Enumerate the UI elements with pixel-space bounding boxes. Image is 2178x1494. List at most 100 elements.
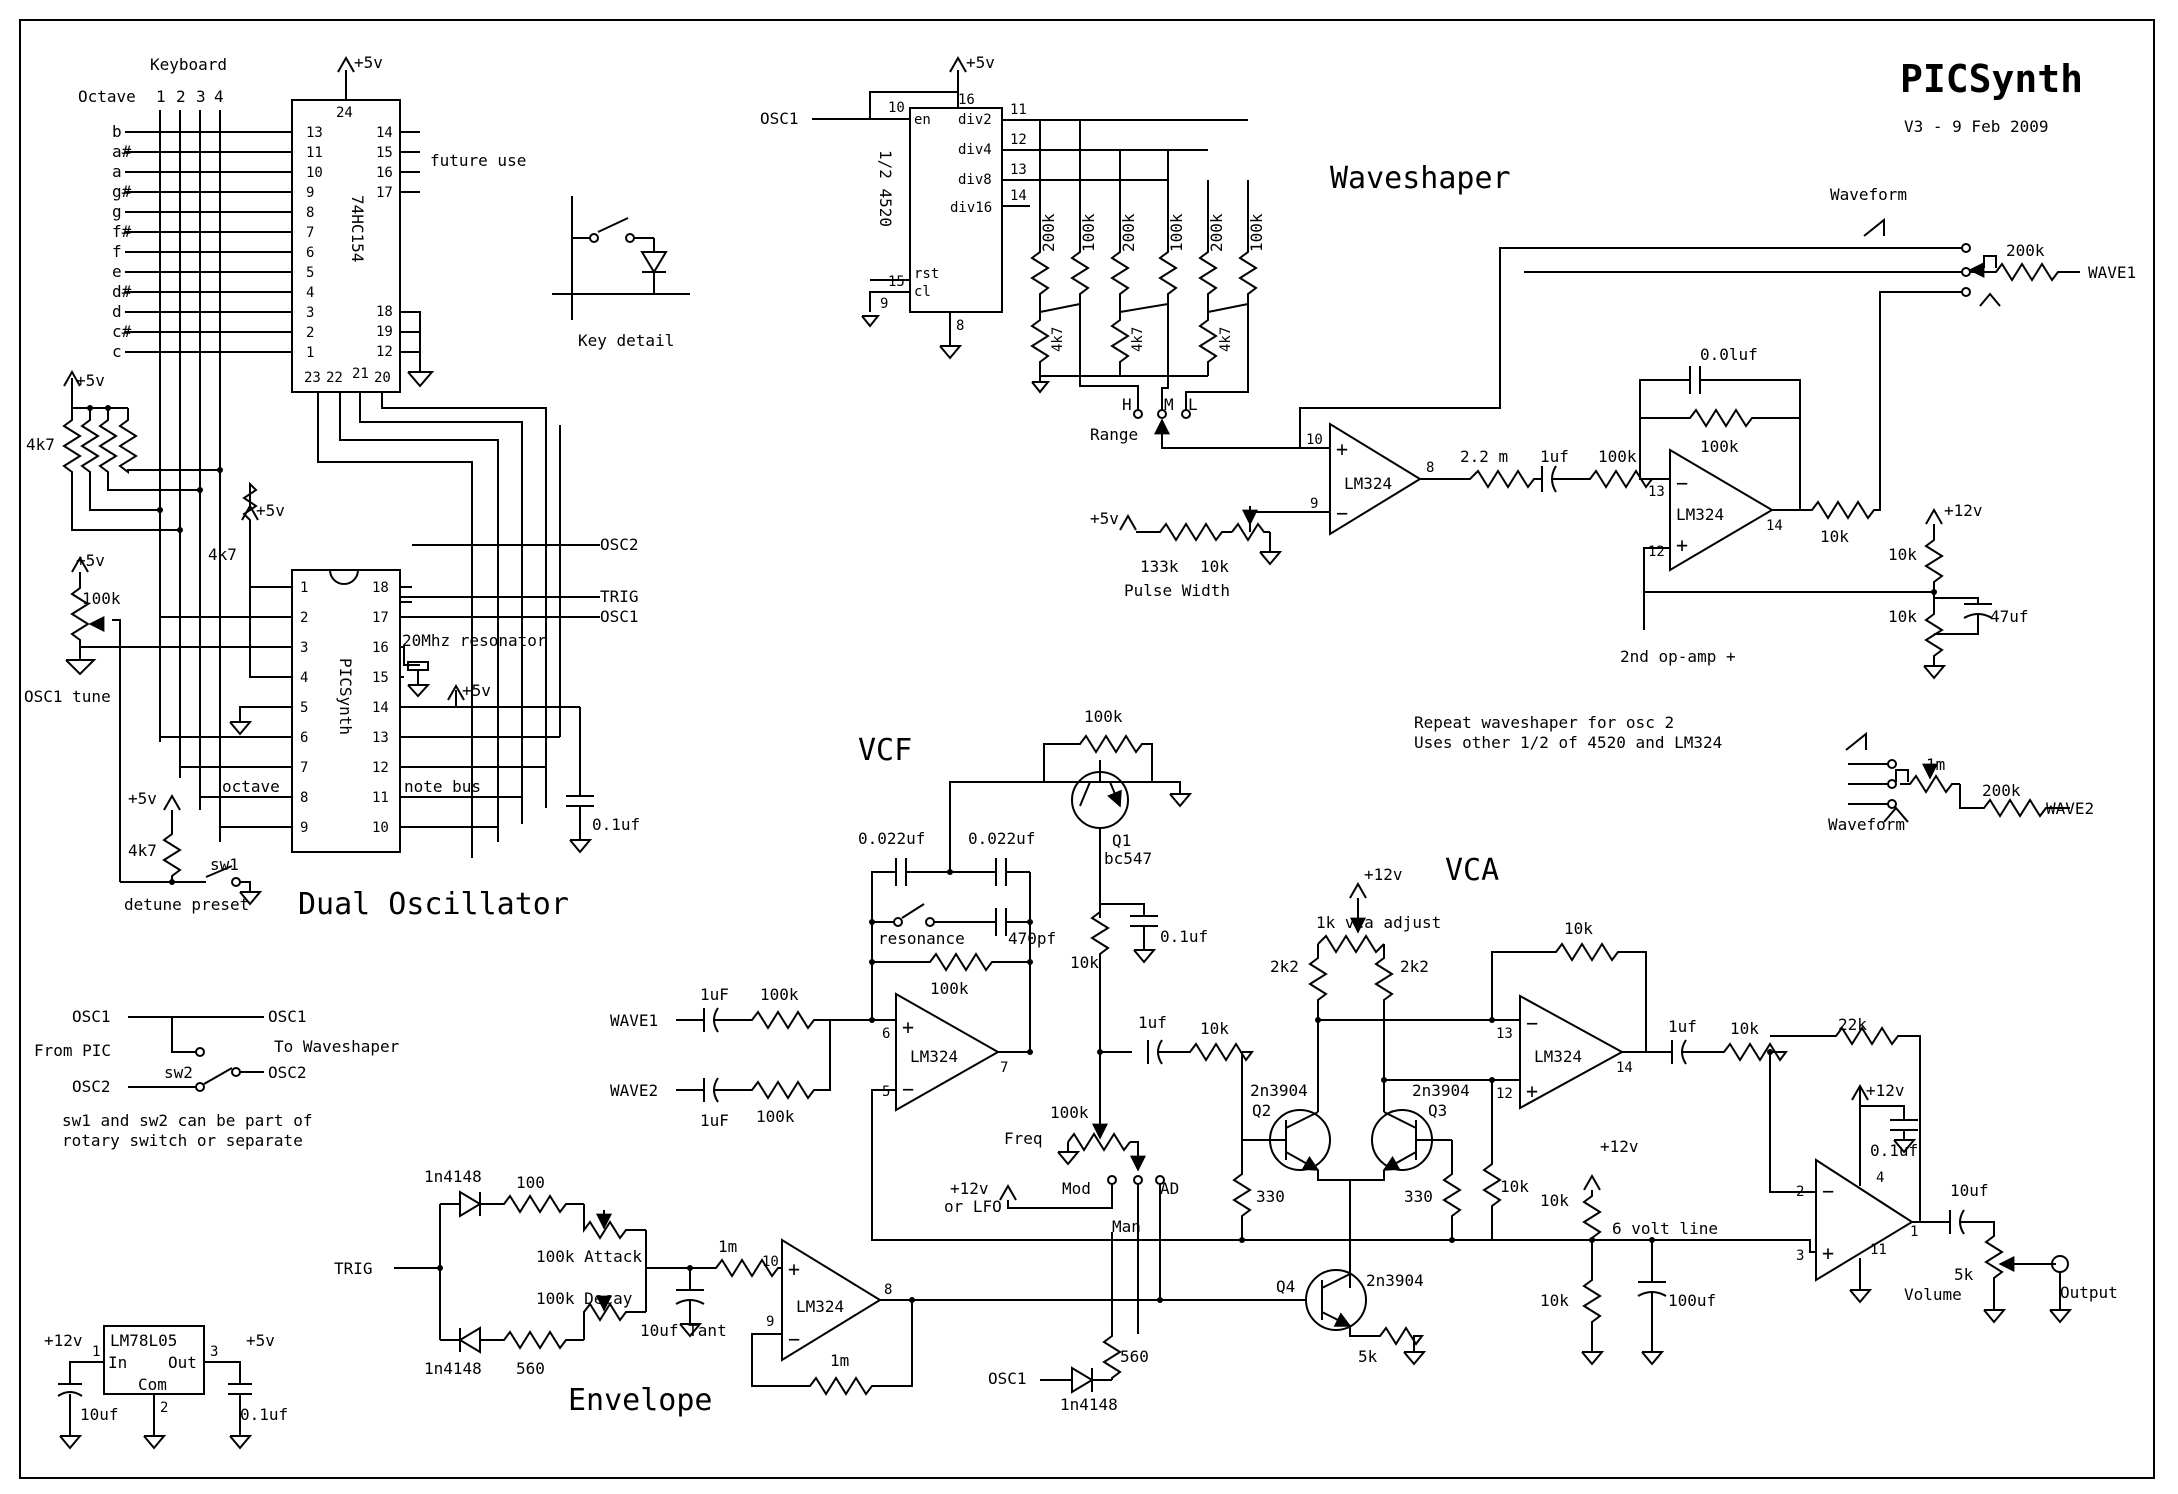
decoder-label: 74HC154 — [348, 195, 367, 262]
shaper-r100k: 100k — [1598, 447, 1637, 466]
svg-text:+: + — [902, 1015, 914, 1039]
sw2-label: sw2 — [164, 1063, 193, 1082]
vcf-c470: 470pf — [1008, 929, 1056, 948]
env-r560: 560 — [516, 1359, 545, 1378]
svg-text:−: − — [902, 1077, 914, 1101]
note-d: d — [112, 302, 122, 321]
sw1-label: sw1 — [210, 855, 239, 874]
wave2-pot: 1m — [1926, 755, 1945, 774]
vcf-pin-6: 6 — [882, 1026, 890, 1042]
volume-label: Volume — [1904, 1285, 1962, 1304]
vcf-osc1-input: OSC1 — [988, 1369, 1027, 1388]
waveshaper-heading: Waveshaper — [1330, 161, 1511, 196]
routing-note-2: rotary switch or separate — [62, 1131, 303, 1150]
svg-text:+: + — [1822, 1241, 1834, 1265]
divider-div2: div2 — [958, 112, 992, 128]
svg-text:+: + — [1336, 437, 1348, 461]
vca-c-out: 1uf — [1668, 1017, 1697, 1036]
six-volt-supply: +12v — [1600, 1137, 1639, 1156]
ad-label: AD — [1160, 1179, 1179, 1198]
env-cap: 10uf Tant — [640, 1321, 727, 1340]
q2-type: 2n3904 — [1250, 1081, 1308, 1100]
volume-pot: 5k — [1954, 1265, 1974, 1284]
decoder-supply: +5v — [354, 53, 383, 72]
vcf-c1: 1uF — [700, 985, 729, 1004]
divider-pin-13: 13 — [1010, 162, 1027, 178]
svg-text:−: − — [1526, 1011, 1538, 1035]
pullup-supply: +5v — [76, 371, 105, 390]
divider-pin-10: 10 — [888, 100, 905, 116]
to-waveshaper-label: To Waveshaper — [274, 1037, 400, 1056]
pw-r2: 10k — [1200, 557, 1229, 576]
range-l: L — [1188, 395, 1198, 414]
q1-type: bc547 — [1104, 849, 1152, 868]
regulator-pin-3: 3 — [210, 1344, 218, 1360]
divider-pin-14: 14 — [1010, 188, 1027, 204]
divider-cl-pin: cl — [914, 284, 931, 300]
note-f: f — [112, 242, 122, 261]
shaper-op1-pin-8: 8 — [1426, 460, 1434, 476]
detune-4k7: 4k7 — [128, 841, 157, 860]
q4-type: 2n3904 — [1366, 1271, 1424, 1290]
decoder-pin-7: 7 — [306, 225, 314, 241]
six-volt-r10k-a: 10k — [1540, 1191, 1569, 1210]
repeat-note-1: Repeat waveshaper for osc 2 — [1414, 713, 1674, 732]
out-op-c01: 0.1uf — [1870, 1141, 1918, 1160]
note-e: e — [112, 262, 122, 281]
title-block: PICSynth V3 - 9 Feb 2009 — [1900, 57, 2083, 136]
regulator-pin-1: 1 — [92, 1344, 100, 1360]
pic-pin-18: 18 — [372, 580, 389, 596]
pic-pin-10: 10 — [372, 820, 389, 836]
ladder-low-3: 4k7 — [1218, 327, 1234, 352]
env-pin-8: 8 — [884, 1282, 892, 1298]
env-diode-top: 1n4148 — [424, 1167, 482, 1186]
shaper-r-fb: 100k — [1700, 437, 1739, 456]
divider-pin-11: 11 — [1010, 102, 1027, 118]
ladder-r5: 200k — [1207, 213, 1226, 252]
vcf-wave2-input: WAVE2 — [610, 1081, 658, 1100]
pic-pin-13: 13 — [372, 730, 389, 746]
routing-osc1-right: OSC1 — [268, 1007, 307, 1026]
regulator-pin-2: 2 — [160, 1400, 168, 1416]
pic-pin-16: 16 — [372, 640, 389, 656]
vcf-wave1-input: WAVE1 — [610, 1011, 658, 1030]
vcf-r2: 100k — [756, 1107, 795, 1126]
env-decay: 100k Decay — [536, 1289, 633, 1308]
divider-chip-label: 1/2 4520 — [876, 150, 895, 227]
q3-label: Q3 — [1428, 1101, 1447, 1120]
vca-r2k2b: 2k2 — [1400, 957, 1429, 976]
vcf-c022a: 0.022uf — [858, 829, 925, 848]
decoder-pin-11: 11 — [306, 145, 323, 161]
env-opamp-label: LM324 — [796, 1297, 844, 1316]
note-a-sharp: a# — [112, 142, 132, 161]
divider-pin-15: 15 — [888, 274, 905, 290]
range-m: M — [1164, 395, 1174, 414]
q4-label: Q4 — [1276, 1277, 1295, 1296]
env-pin-9: 9 — [766, 1314, 774, 1330]
routing-osc1-left: OSC1 — [72, 1007, 111, 1026]
svg-text:+: + — [1676, 533, 1688, 557]
shaper-r22: 2.2 m — [1460, 447, 1508, 466]
vca-r10k-fb: 10k — [1564, 919, 1593, 938]
q1-label: Q1 — [1112, 831, 1131, 850]
wave2-selector: 1m 200k WAVE2 Waveform — [1828, 731, 2094, 834]
pic-pin-1: 1 — [300, 580, 308, 596]
pic-decoupling-cap: 0.1uf — [592, 815, 640, 834]
vca-r10k-low: 10k — [1500, 1177, 1529, 1196]
or-lfo-label: or LFO — [944, 1197, 1002, 1216]
note-a: a — [112, 162, 122, 181]
decoder-74hc154: 74HC154 24 +5v 13 11 10 9 8 7 6 5 4 3 2 … — [291, 53, 547, 858]
octave-label: Octave — [78, 87, 136, 106]
decoder-pin-14: 14 — [376, 125, 393, 141]
divider-rst-pin: rst — [914, 266, 939, 282]
note-c-sharp: c# — [112, 322, 132, 341]
future-use-label: future use — [430, 151, 526, 170]
divider-pin-12: 12 — [1010, 132, 1027, 148]
ladder-r2: 100k — [1079, 213, 1098, 252]
divider-pin-8: 8 — [956, 318, 964, 334]
six-volt-line-label: 6 volt line — [1612, 1219, 1718, 1238]
pic-pin-12: 12 — [372, 760, 389, 776]
note-labels: b a# a g# g f# f e d# d c# c — [112, 122, 132, 361]
octave-1: 1 — [156, 87, 166, 106]
second-opamp-label: 2nd op-amp + — [1620, 647, 1736, 666]
